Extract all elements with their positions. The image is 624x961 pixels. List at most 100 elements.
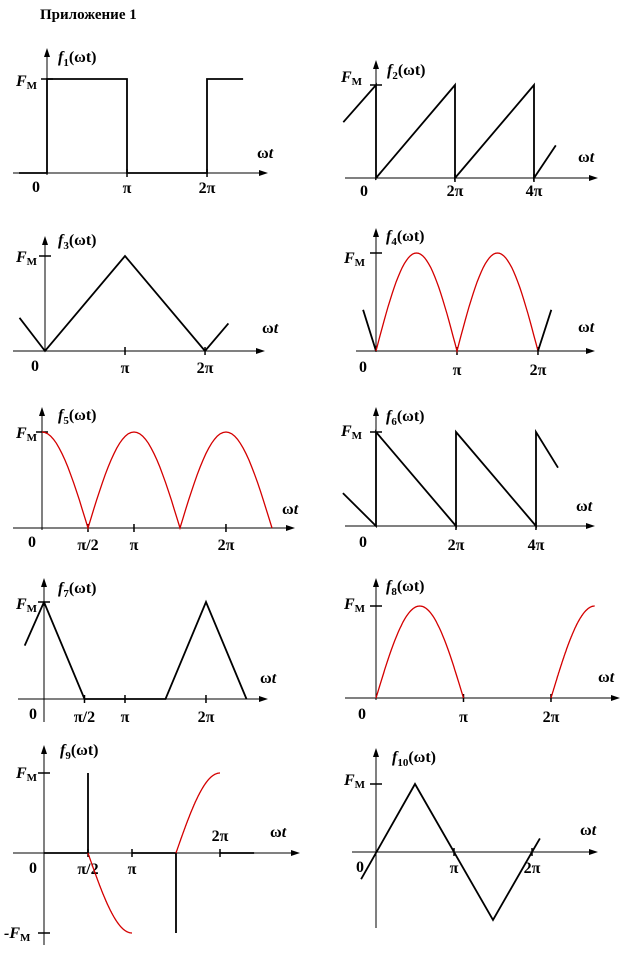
- amplitude-label: FМ: [15, 249, 38, 268]
- amplitude-label: FМ: [343, 250, 366, 269]
- origin-label: 0: [32, 179, 40, 196]
- plots-grid: π 2π f1(ωt) FМ ωt 0 2π 4π f2(ωt) FМ ωt 0 π 2π f3(ωt) FМ…: [4, 48, 620, 945]
- function-label: f10(ωt): [392, 749, 436, 769]
- x-tick-label: π: [459, 709, 468, 726]
- series-line-4: [175, 772, 220, 854]
- x-tick-label: π/2: [77, 537, 98, 554]
- y-axis-arrow: [373, 228, 379, 237]
- series-line-2: [375, 252, 539, 354]
- function-label: f3(ωt): [58, 232, 97, 252]
- x-tick-label: π/2: [74, 709, 95, 726]
- x-axis-arrow: [291, 850, 300, 856]
- x-axis-label: ωt: [598, 669, 615, 686]
- x-axis-label: ωt: [580, 822, 597, 839]
- plot-f4: π 2π f4(ωt) FМ ωt 0: [343, 228, 595, 379]
- plot-f1: π 2π f1(ωt) FМ ωt 0: [13, 48, 274, 197]
- x-axis-label: ωt: [262, 320, 279, 337]
- neg-amplitude-label: -FМ: [4, 925, 31, 944]
- x-axis-label: ωt: [282, 501, 299, 518]
- series-line-1: [362, 309, 377, 352]
- x-tick-label: 4π: [528, 537, 545, 554]
- function-label: f2(ωt): [387, 62, 426, 82]
- x-axis-arrow: [589, 175, 598, 181]
- x-axis-arrow: [256, 348, 265, 354]
- function-label: f5(ωt): [58, 407, 97, 427]
- x-axis-label: ωt: [578, 149, 595, 166]
- x-tick-label: π: [121, 709, 130, 726]
- function-label: f8(ωt): [386, 578, 425, 598]
- function-label: f1(ωt): [58, 49, 97, 69]
- x-tick-label: 2π: [543, 709, 560, 726]
- x-axis-arrow: [586, 348, 595, 354]
- x-tick-label: π: [128, 861, 137, 878]
- series-line-1: [19, 78, 244, 174]
- x-tick-label: 2π: [199, 180, 216, 197]
- origin-label: 0: [29, 860, 37, 877]
- x-tick-label: 2π: [530, 362, 547, 379]
- function-label: f7(ωt): [58, 580, 97, 600]
- y-axis-arrow: [39, 407, 45, 416]
- amplitude-label: FМ: [15, 73, 38, 92]
- function-label: f6(ωt): [386, 408, 425, 428]
- x-tick-label: 2π: [448, 537, 465, 554]
- series-line-2: [550, 605, 595, 699]
- x-tick-label: π/2: [77, 861, 98, 878]
- amplitude-label: FМ: [15, 765, 38, 784]
- y-axis-arrow: [41, 578, 47, 587]
- x-tick-label: π: [123, 180, 132, 197]
- series-line-1: [342, 82, 557, 181]
- x-tick-label: 2π: [524, 860, 541, 877]
- amplitude-label: FМ: [343, 596, 366, 615]
- amplitude-label: FМ: [15, 425, 38, 444]
- x-axis-arrow: [611, 695, 620, 701]
- series-line-1: [44, 773, 89, 854]
- series-line-2: [87, 852, 132, 934]
- x-axis-label: ωt: [576, 498, 593, 515]
- series-line-1: [41, 431, 273, 531]
- plot-f7: π/2 π 2π f7(ωt) FМ ωt 0: [15, 578, 277, 726]
- plot-f10: π 2π f10(ωt) FМ ωt 0: [343, 748, 598, 928]
- function-label: f9(ωt): [60, 742, 99, 762]
- origin-label: 0: [360, 183, 368, 200]
- y-axis-arrow: [373, 578, 379, 587]
- origin-label: 0: [31, 358, 39, 375]
- x-tick-label: π: [130, 537, 139, 554]
- x-tick-label: 4π: [526, 183, 543, 200]
- x-axis-label: ωt: [257, 145, 274, 162]
- series-line-1: [360, 782, 541, 922]
- x-axis-arrow: [586, 523, 595, 529]
- amplitude-label: FМ: [343, 772, 366, 791]
- x-tick-label: 2π: [198, 709, 215, 726]
- x-axis-label: ωt: [260, 670, 277, 687]
- origin-label: 0: [356, 859, 364, 876]
- origin-label: 0: [28, 534, 36, 551]
- x-axis-arrow: [286, 525, 295, 531]
- page-title: Приложение 1: [40, 7, 137, 23]
- amplitude-label: FМ: [340, 69, 363, 88]
- plot-f5: π/2 π 2π f5(ωt) FМ ωt 0: [13, 407, 299, 554]
- origin-label: 0: [359, 534, 367, 551]
- x-axis-arrow: [259, 170, 268, 176]
- y-axis-arrow: [373, 60, 379, 69]
- y-axis-arrow: [44, 48, 50, 57]
- origin-label: 0: [29, 706, 37, 723]
- origin-label: 0: [359, 359, 367, 376]
- x-tick-label: π: [453, 362, 462, 379]
- x-axis-arrow: [259, 696, 268, 702]
- x-tick-label-top: 2π: [212, 828, 229, 845]
- y-axis-arrow: [42, 236, 48, 245]
- function-label: f4(ωt): [386, 228, 425, 248]
- amplitude-label: FМ: [15, 596, 38, 615]
- y-axis-arrow: [373, 748, 379, 757]
- x-tick-label: π: [450, 860, 459, 877]
- series-line-1: [23, 599, 248, 700]
- series-line-1: [375, 605, 465, 699]
- x-axis-label: ωt: [578, 319, 595, 336]
- x-tick-label: 2π: [197, 360, 214, 377]
- x-tick-label: 2π: [218, 537, 235, 554]
